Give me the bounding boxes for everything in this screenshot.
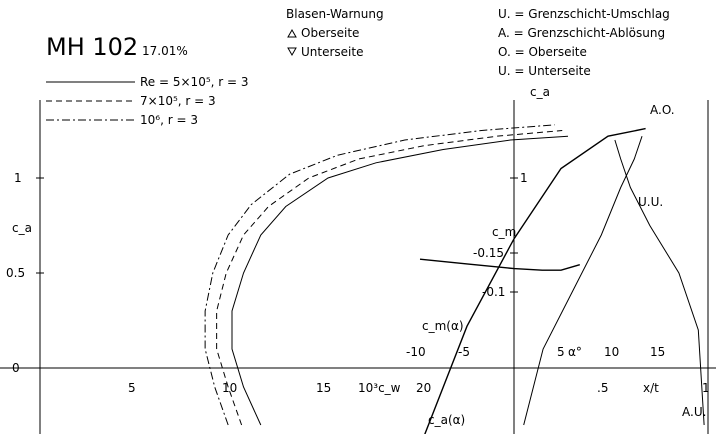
- lift-y-label: c_a: [530, 85, 550, 99]
- polar-series-line: [204, 124, 555, 426]
- legend: Re = 5×10⁵, r = 3 7×10⁵, r = 3 10⁶, r = …: [46, 75, 249, 127]
- key-legend-3: O. = Oberseite: [498, 45, 587, 59]
- polar-x-ticks: 5 10 15 20: [128, 381, 431, 395]
- polar-series-line: [216, 130, 563, 426]
- lift-series-label: c_a(α): [428, 413, 465, 427]
- transition-x-tick: 1: [702, 381, 710, 395]
- thickness-label: 17.01%: [142, 44, 188, 58]
- polar-y-tick: 0.5: [6, 266, 25, 280]
- bubble-warning-title: Blasen-Warnung: [286, 7, 384, 21]
- curves: [204, 124, 705, 434]
- moment-ticks: -0.15 -0.1 -10 -5 5 10 15 .5 1: [406, 246, 710, 395]
- alpha-x-tick: -10: [406, 345, 426, 359]
- transition-lower-line: [614, 139, 705, 426]
- legend-entry-1: Re = 5×10⁵, r = 3: [140, 75, 249, 89]
- lift-y-tick: 1: [520, 171, 528, 185]
- alpha-x-tick: -5: [458, 345, 470, 359]
- tick-marks: [36, 177, 518, 293]
- polar-x-tick: 10: [222, 381, 237, 395]
- polar-y-tick: 0: [12, 361, 20, 375]
- polar-series-line: [231, 135, 569, 426]
- label-ao: A.O.: [650, 103, 675, 117]
- bubble-warning-upper: Oberseite: [301, 26, 359, 40]
- axes: [0, 100, 716, 434]
- alpha-x-tick: 10: [604, 345, 619, 359]
- alpha-x-tick: 5: [557, 345, 565, 359]
- triangle-up-icon: [287, 28, 297, 38]
- key-legend-1: U. = Grenzschicht-Umschlag: [498, 7, 670, 21]
- polar-y-tick: 1: [14, 171, 22, 185]
- alpha-x-label: α°: [568, 345, 582, 359]
- label-au: A.U.: [682, 405, 706, 419]
- legend-entry-2: 7×10⁵, r = 3: [140, 94, 216, 108]
- key-legend-4: U. = Unterseite: [498, 64, 591, 78]
- chart-title: MH 102: [46, 33, 138, 61]
- transition-upper-line: [523, 136, 643, 426]
- polar-y-label: c_a: [12, 221, 32, 235]
- legend-entry-3: 10⁶, r = 3: [140, 113, 198, 127]
- label-uu: U.U.: [638, 195, 663, 209]
- polar-x-tick: 5: [128, 381, 136, 395]
- bubble-warning-lower: Unterseite: [301, 45, 363, 59]
- moment-curve-line: [419, 258, 580, 271]
- key-legend-2: A. = Grenzschicht-Ablösung: [498, 26, 665, 40]
- alpha-x-tick: 15: [650, 345, 665, 359]
- moment-series-label: c_m(α): [422, 319, 464, 333]
- triangle-down-icon: [287, 47, 297, 57]
- polar-x-tick: 15: [316, 381, 331, 395]
- polar-x-label: 10³c_w: [358, 381, 401, 395]
- key-legend: U. = Grenzschicht-Umschlag A. = Grenzsch…: [498, 7, 670, 78]
- polar-y-ticks: 0 0.5 1 1: [6, 171, 528, 375]
- moment-y-tick: -0.15: [473, 246, 504, 260]
- lift-curve-line: [424, 127, 646, 434]
- bubble-warning: Blasen-Warnung Oberseite Unterseite: [286, 7, 384, 59]
- transition-x-label: x/t: [643, 381, 659, 395]
- transition-x-tick: .5: [597, 381, 608, 395]
- polar-x-tick: 20: [416, 381, 431, 395]
- moment-y-label: c_m: [492, 225, 516, 239]
